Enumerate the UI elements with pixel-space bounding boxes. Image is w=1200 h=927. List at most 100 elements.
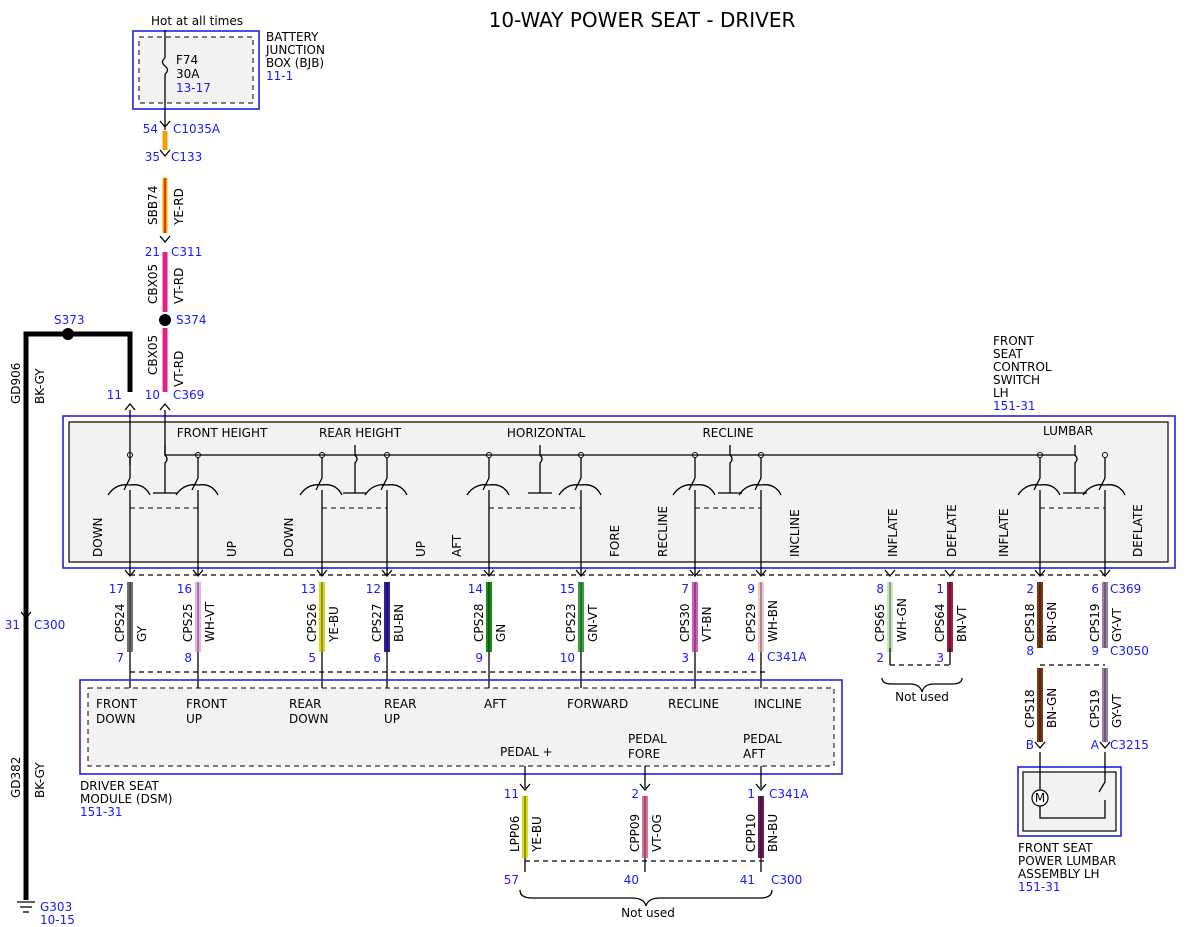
- switch-contact-icon: [1017, 477, 1061, 496]
- switch-contact-icon: [1082, 477, 1126, 496]
- c369-feed-label: C369: [173, 388, 204, 402]
- switch-contact-icon: [738, 477, 782, 496]
- dsm-pin-label: RECLINE: [668, 697, 719, 711]
- c1035a-connector-icon: [159, 120, 171, 129]
- lumbar-wire-circuit: CPS18: [1023, 689, 1037, 728]
- dsm-pin-label: FRONT: [96, 697, 138, 711]
- switch-node-icon: [1102, 452, 1108, 458]
- c369-ground-connector-icon: [124, 402, 136, 411]
- connector-chevron-icon: [944, 569, 956, 578]
- gd382-color: BK-GY: [33, 762, 47, 798]
- wire-top-pin: 13: [301, 582, 316, 596]
- switch-name-1: FRONT: [993, 334, 1035, 348]
- connector-chevron-icon: [1099, 569, 1111, 578]
- wire-top-pin: 17: [109, 582, 124, 596]
- lumbar-pin: A: [1091, 738, 1100, 752]
- connector-chevron-icon: [381, 569, 393, 578]
- wire-bottom-pin: 7: [116, 651, 124, 665]
- wire-bottom-pin: 3: [681, 651, 689, 665]
- connector-chevron-icon: [575, 569, 587, 578]
- c311-label: C311: [171, 245, 202, 259]
- switch-outline: [62, 415, 1176, 569]
- lumbar-name-1: FRONT SEAT: [1018, 841, 1093, 855]
- wire-top-pin: 1: [936, 582, 944, 596]
- wire-color: GY: [135, 625, 149, 642]
- connector-chevron-icon: [639, 783, 651, 792]
- pedal-bottom-pin: 57: [504, 873, 519, 887]
- gd906-color: BK-GY: [33, 368, 47, 404]
- wire-circuit: CPS27: [370, 603, 384, 642]
- fuse-ref: 13-17: [176, 81, 211, 95]
- wire-top-pin: 16: [177, 582, 192, 596]
- connector-chevron-icon: [124, 569, 136, 578]
- wire-circuit: CPS29: [744, 603, 758, 642]
- pedal-wire-color: YE-BU: [530, 816, 544, 853]
- wire-bottom-pin: 2: [876, 651, 884, 665]
- c369-feed-pin: 10: [145, 388, 160, 402]
- pedal-wire-color: BN-BU: [766, 814, 780, 852]
- wire-top-pin: 14: [468, 582, 483, 596]
- motor-label: M: [1035, 791, 1045, 805]
- c311-pin: 21: [145, 245, 160, 259]
- switch-contact-icon: [558, 477, 602, 496]
- c133-label: C133: [171, 150, 202, 164]
- c300-ground-pin: 31: [5, 618, 20, 632]
- connector-chevron-icon: [192, 569, 204, 578]
- dsm-pin-label: REAR: [289, 697, 321, 711]
- switch-name-4: SWITCH: [993, 373, 1040, 387]
- dsm-pedal-label: AFT: [743, 747, 766, 761]
- wire-bottom-pin: 8: [184, 651, 192, 665]
- bjb-name-2: JUNCTION: [265, 43, 325, 57]
- c1035a-label: C1035A: [173, 122, 221, 136]
- bjb-name-3: BOX (BJB): [266, 56, 324, 70]
- wire-circuit: CPS19: [1088, 603, 1102, 642]
- wire-sbb74-circuit: SBB74: [146, 186, 160, 225]
- fuse-icon: [161, 57, 169, 75]
- connector-chevron-icon: [1034, 741, 1046, 750]
- switch-contact-icon: [466, 477, 510, 496]
- lumbar-wire-circuit: CPS19: [1088, 689, 1102, 728]
- s373-label: S373: [54, 313, 85, 327]
- wire-bottom-pin: 8: [1026, 644, 1034, 658]
- not-used-label-1: Not used: [895, 690, 949, 704]
- pedal-wire-circuit: LPP06: [508, 816, 522, 852]
- fuse-id: F74: [176, 53, 198, 67]
- switch-power-bus: [164, 410, 1075, 456]
- switch-position-label: DOWN: [282, 517, 296, 557]
- lumbar-ref: 151-31: [1018, 880, 1061, 894]
- connector-chevron-icon: [1034, 569, 1046, 578]
- s374-splice-icon: [159, 314, 171, 326]
- dsm-pin-label: UP: [186, 712, 202, 726]
- wire-bottom-pin: 4: [747, 651, 755, 665]
- wire-bottom-pin: 5: [308, 651, 316, 665]
- dsm-ref: 151-31: [80, 805, 123, 819]
- pedal-wire-color: VT-OG: [650, 814, 664, 852]
- dsm-name-2: MODULE (DSM): [80, 792, 172, 806]
- pedal-c341a-label: C341A: [769, 787, 809, 801]
- wire-top-pin: 8: [876, 582, 884, 596]
- c1035a-pin: 54: [143, 122, 158, 136]
- dsm-pin-label: INCLINE: [754, 697, 802, 711]
- dsm-pedal-label: FORE: [628, 747, 660, 761]
- wire-bottom-pin: 6: [373, 651, 381, 665]
- switch-group-label: REAR HEIGHT: [319, 426, 402, 440]
- dsm-pin-label: REAR: [384, 697, 416, 711]
- wire-cbx05-a-circuit: CBX05: [146, 264, 160, 304]
- dsm-box: [87, 687, 835, 767]
- gd906-circuit: GD906: [9, 363, 23, 404]
- wire-top-pin: 9: [747, 582, 755, 596]
- connector-chevron-icon: [755, 783, 767, 792]
- wire-color: WH-VT: [203, 601, 217, 642]
- lumbar-pin: B: [1026, 738, 1034, 752]
- wire-circuit: CPS18: [1023, 603, 1037, 642]
- wire-color: VT-BN: [700, 606, 714, 642]
- c369-feed-connector-icon: [159, 402, 171, 411]
- switch-name-3: CONTROL: [993, 360, 1052, 374]
- wire-color: WH-BN: [766, 600, 780, 642]
- wire-top-pin: 2: [1026, 582, 1034, 596]
- connector-chevron-icon: [884, 569, 896, 578]
- connector-chevron-icon: [316, 569, 328, 578]
